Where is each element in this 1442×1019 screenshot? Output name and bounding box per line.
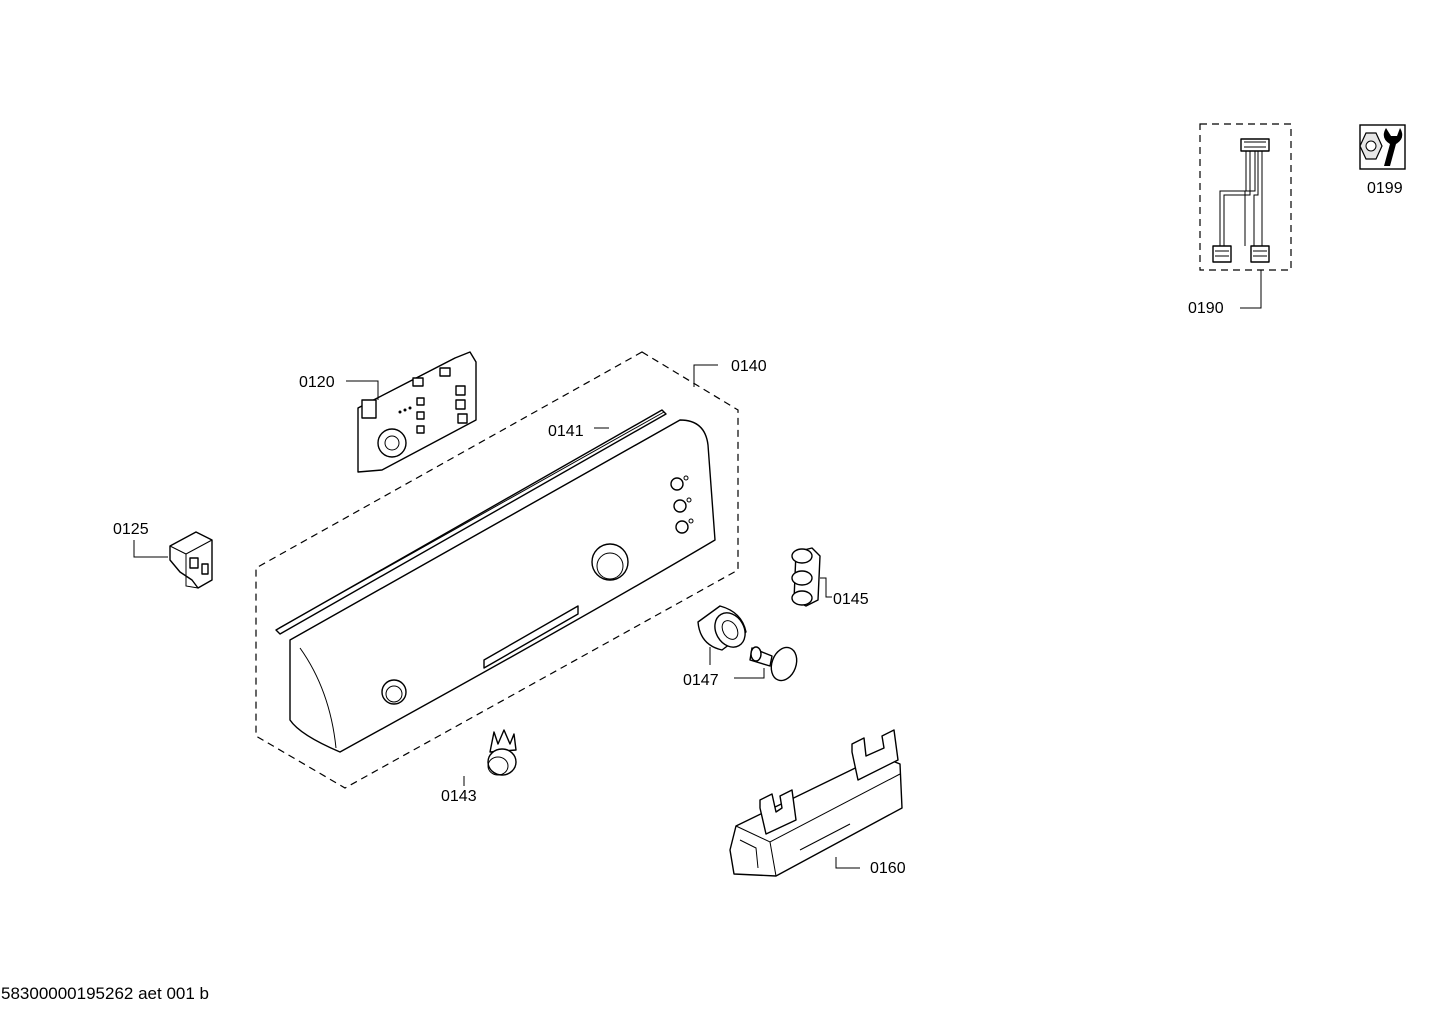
mounting-bracket (729, 729, 903, 877)
part-label-0141: 0141 (548, 423, 584, 440)
power-button-opening (381, 679, 407, 705)
part-label-0145: 0145 (833, 591, 869, 608)
control-panel-group-frame (255, 351, 739, 789)
leader-0140 (693, 364, 718, 387)
leader-0145 (820, 577, 832, 598)
harness-group-frame (1199, 123, 1292, 271)
part-label-0160: 0160 (870, 860, 906, 877)
control-panel-fascia (289, 419, 716, 753)
leader-0190 (1240, 270, 1262, 309)
push-buttons (791, 547, 821, 607)
leader-0160 (835, 857, 860, 869)
part-label-0199: 0199 (1367, 180, 1403, 197)
leader-0120 (346, 380, 379, 400)
part-label-0190: 0190 (1188, 300, 1224, 317)
part-label-0140: 0140 (731, 358, 767, 375)
small-bracket (169, 531, 213, 589)
indicator-opening-3 (675, 520, 689, 534)
part-label-0143: 0143 (441, 788, 477, 805)
part-label-0120: 0120 (299, 374, 335, 391)
part-label-0125: 0125 (113, 521, 149, 538)
electronic-module (357, 351, 477, 473)
part-label-0147: 0147 (683, 672, 719, 689)
knob-assembly (697, 605, 798, 682)
indicator-opening-2 (673, 499, 687, 513)
drawing-id: 58300000195262 aet 001 b (1, 984, 209, 1003)
leader-0147-b (734, 668, 765, 679)
indicator-opening-1 (670, 477, 684, 491)
display-window (483, 605, 579, 669)
power-button (487, 729, 517, 776)
programme-knob-opening (591, 543, 629, 581)
tool-kit-icon (1359, 124, 1406, 170)
wire-harness-assembly (1199, 123, 1292, 271)
leader-0125 (133, 540, 168, 558)
